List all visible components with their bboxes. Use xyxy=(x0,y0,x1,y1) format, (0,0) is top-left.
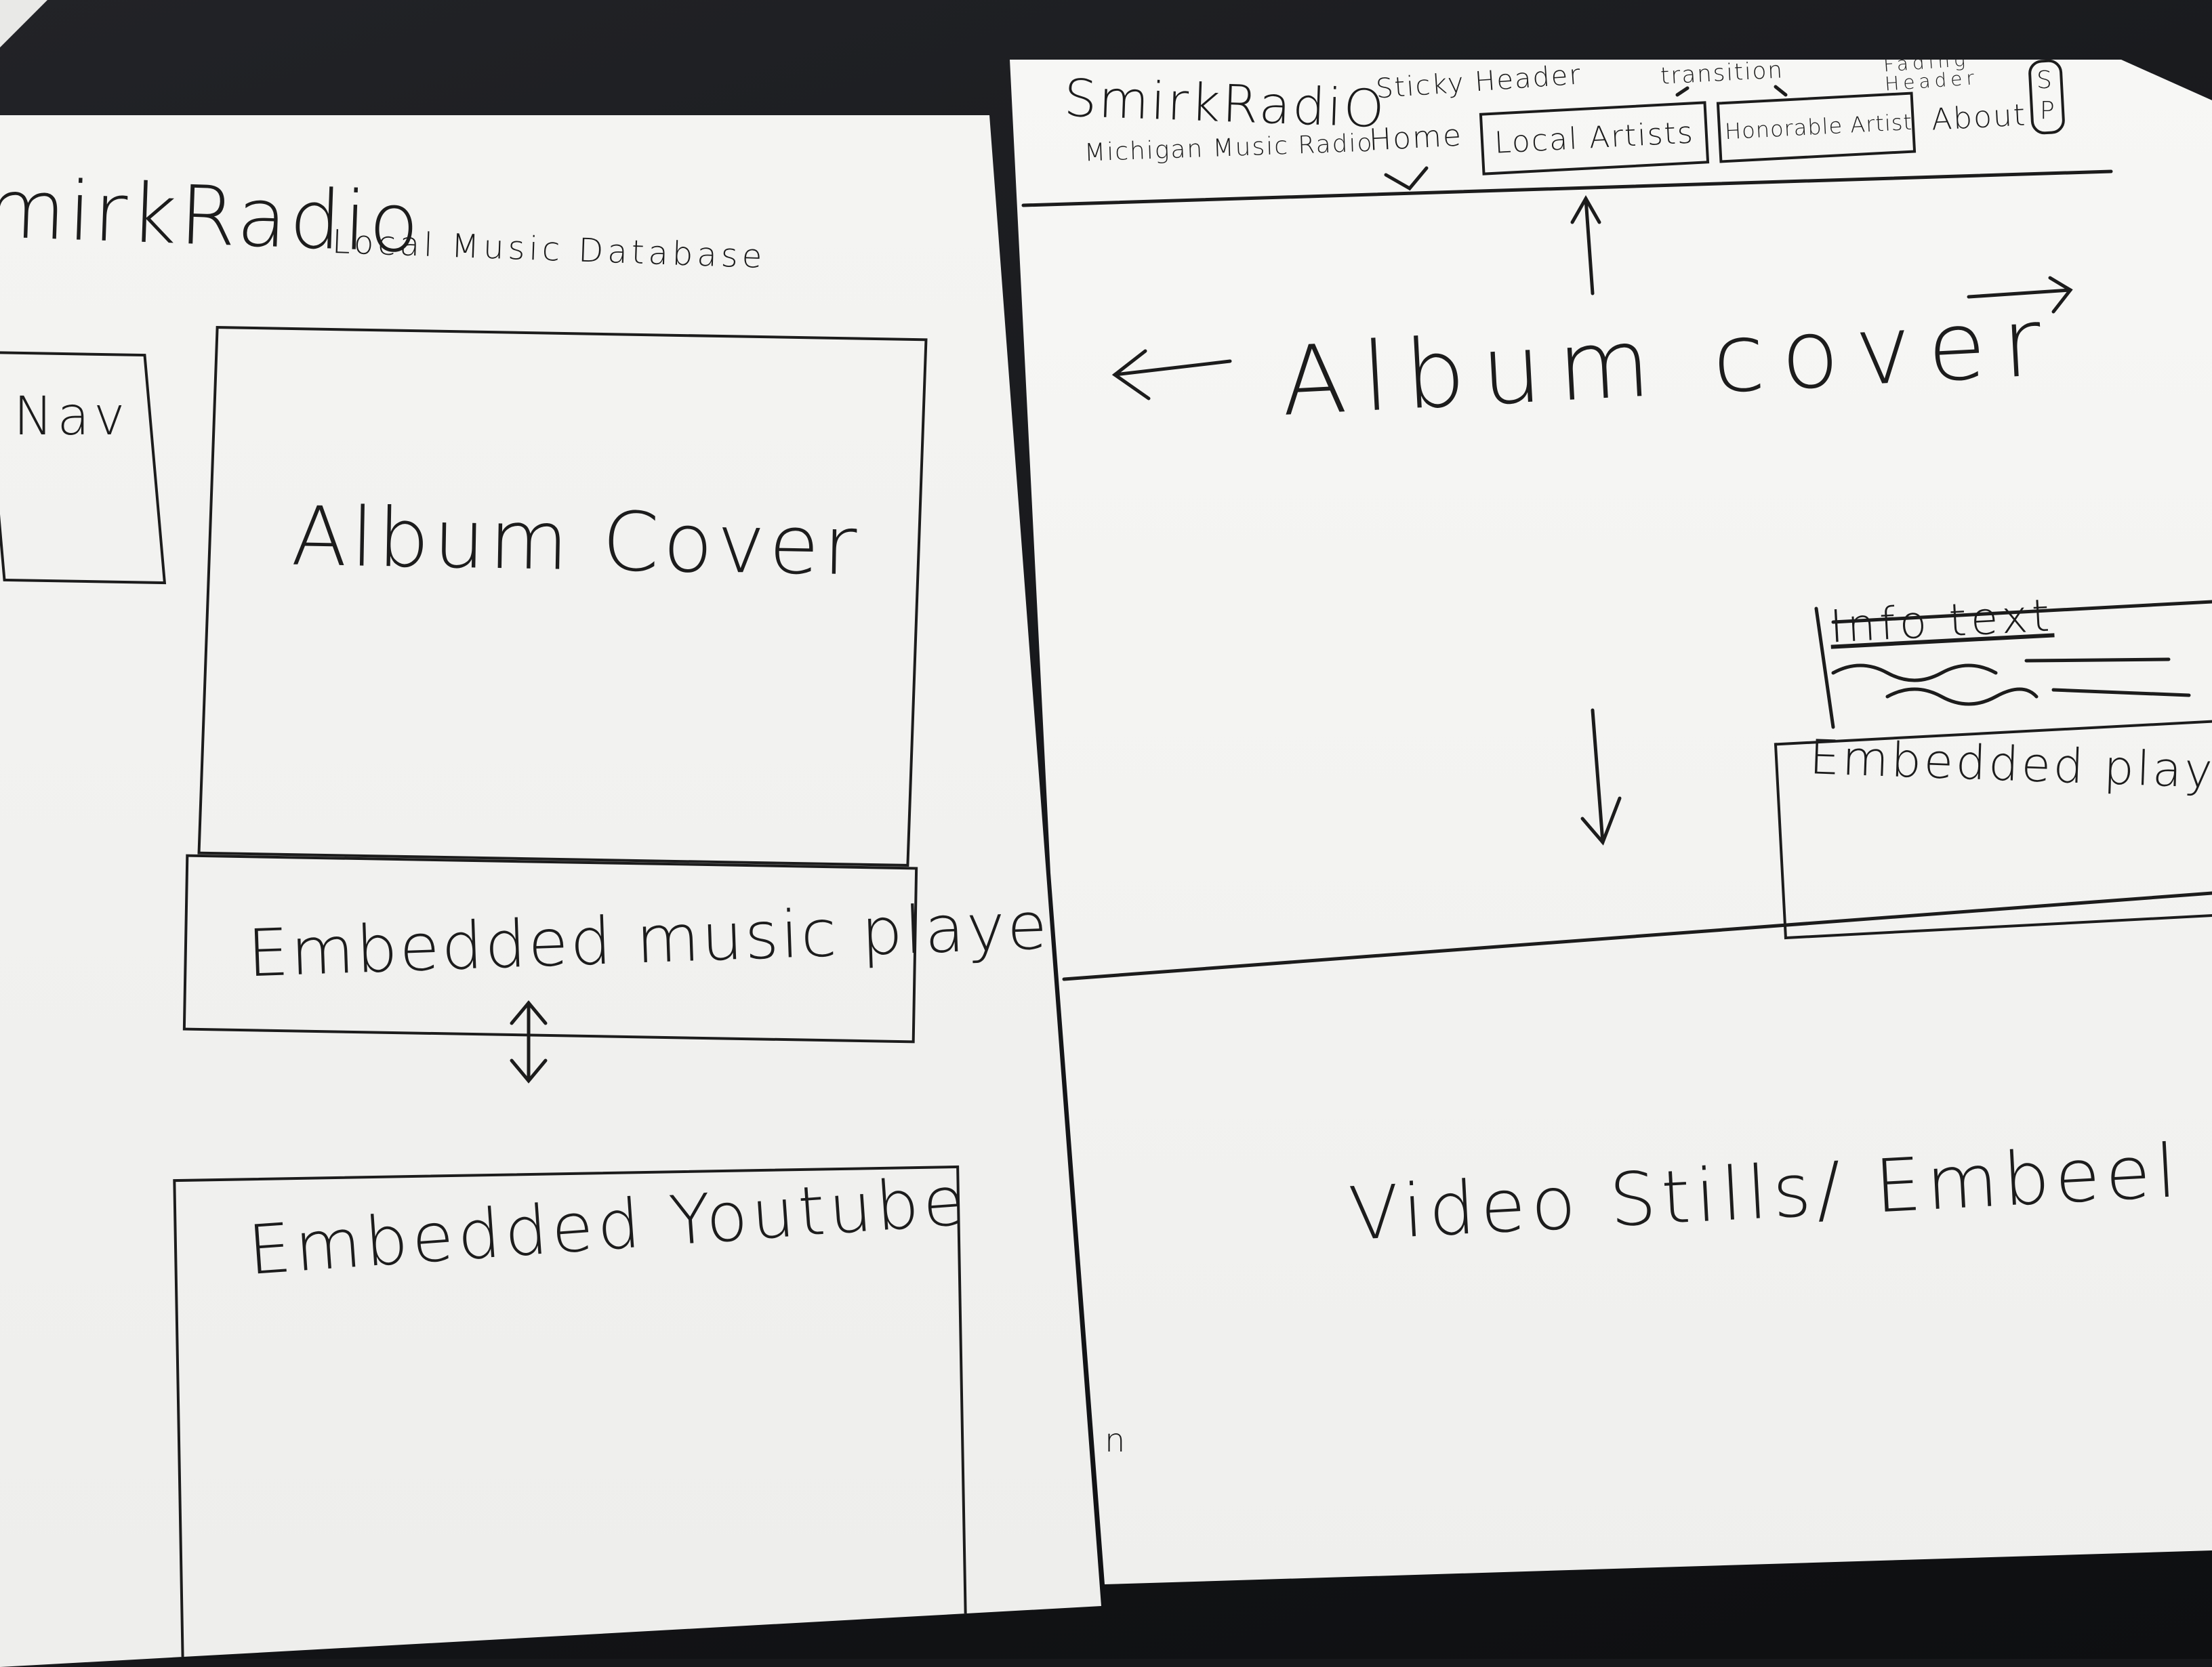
left-sketch-lines xyxy=(510,1000,548,1084)
info-squiggle-1 xyxy=(1831,663,1998,682)
corner-mark: n xyxy=(1105,1422,1130,1460)
info-line-3 xyxy=(2024,657,2171,663)
info-bracket-line xyxy=(1814,606,1835,729)
right-arrow-shaft xyxy=(1967,288,2072,299)
sticky-header-divider xyxy=(1021,169,2113,207)
down-arrow-shaft xyxy=(1591,708,1605,844)
right-wireframe-sheet: SmirkRadiO Michigan Music Radio Sticky H… xyxy=(1010,60,2212,1584)
nav-label: Nav xyxy=(14,386,129,447)
double-arrow-up-head xyxy=(510,1000,548,1025)
transition-right-tick xyxy=(1774,85,1788,97)
info-top-line xyxy=(1831,600,2212,624)
down-arrow-head xyxy=(1580,796,1622,846)
double-arrow-down-head xyxy=(510,1058,548,1084)
transition-left-tick xyxy=(1675,86,1689,97)
up-arrow-shaft xyxy=(1584,197,1595,295)
up-arrow-head xyxy=(1570,194,1601,224)
right-sketch-lines xyxy=(1021,85,2212,981)
sticky-note-arrow xyxy=(1384,166,1429,191)
right-arrow-head xyxy=(2048,276,2073,314)
info-line-4 xyxy=(2051,688,2191,697)
sp-top-letter: S xyxy=(2036,66,2056,94)
left-arrow-head xyxy=(1111,349,1151,400)
sp-bottom-letter: P xyxy=(2040,97,2059,125)
info-squiggle-2 xyxy=(1885,687,2039,706)
left-arrow-shaft xyxy=(1113,359,1232,377)
left-wireframe-sheet: mirkRadio Local Music Database Nav Album… xyxy=(0,115,1101,1667)
hero-bottom-divider xyxy=(1062,891,2212,981)
